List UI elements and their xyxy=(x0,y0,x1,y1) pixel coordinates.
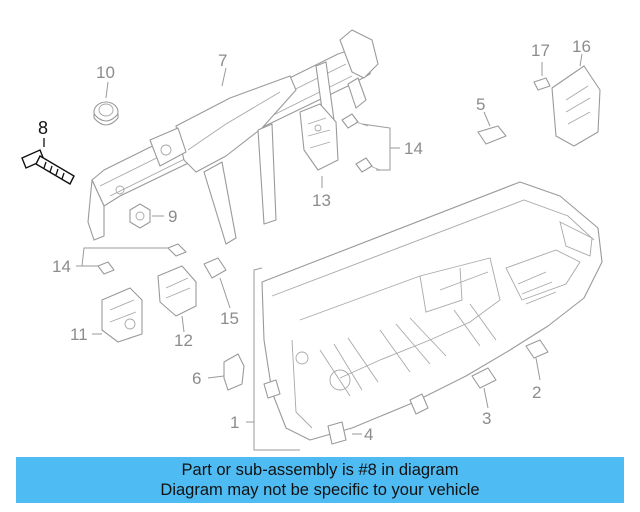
part-14-upper-screws xyxy=(341,113,381,173)
callout-11: 11 xyxy=(70,325,88,344)
part-8-bolt xyxy=(21,138,75,185)
callout-17: 17 xyxy=(531,41,550,60)
callout-10: 10 xyxy=(96,63,115,82)
callout-6: 6 xyxy=(192,369,201,388)
callout-8: 8 xyxy=(38,118,48,138)
callout-4: 4 xyxy=(364,425,373,444)
callout-14-upper: 14 xyxy=(404,139,423,158)
callout-12: 12 xyxy=(174,331,193,350)
part-2-clip xyxy=(525,339,549,359)
callout-13: 13 xyxy=(312,191,331,210)
callouts: 7 10 8 9 14 13 5 17 16 14 11 12 15 6 1 2… xyxy=(38,37,591,444)
leader-lines xyxy=(76,53,583,451)
callout-16: 16 xyxy=(572,37,591,56)
part-5-clip xyxy=(477,125,507,145)
part-10 xyxy=(93,101,119,126)
callout-5: 5 xyxy=(476,95,485,114)
part-14-lower-bolts xyxy=(97,243,187,275)
parts-diagram: 7 10 8 9 14 13 5 17 16 14 11 12 15 6 1 2… xyxy=(21,29,603,451)
callout-9: 9 xyxy=(168,207,177,226)
part-3-clip xyxy=(471,367,497,389)
part-6-clip xyxy=(223,353,245,391)
callout-15: 15 xyxy=(220,309,239,328)
part-17-clip xyxy=(533,77,551,91)
part-13-bracket xyxy=(299,103,339,171)
part-1-instrument-panel xyxy=(261,181,603,441)
part-7-cross-car-beam xyxy=(87,29,379,245)
callout-14-lower: 14 xyxy=(52,257,71,276)
loose-clips xyxy=(263,379,429,415)
callout-7: 7 xyxy=(218,51,227,70)
part-11-bracket xyxy=(101,287,143,343)
callout-3: 3 xyxy=(482,409,491,428)
caption-line-2: Diagram may not be specific to your vehi… xyxy=(160,481,480,499)
part-15-bracket xyxy=(203,257,227,279)
part-16-end-panel xyxy=(551,65,601,147)
part-4-clip xyxy=(327,421,347,445)
callout-2: 2 xyxy=(532,383,541,402)
caption-line-1: Part or sub-assembly is #8 in diagram xyxy=(181,461,459,479)
part-12-bracket xyxy=(157,265,197,317)
callout-1: 1 xyxy=(230,413,239,432)
caption-banner: Part or sub-assembly is #8 in diagram Di… xyxy=(16,457,624,503)
part-9 xyxy=(129,203,151,229)
